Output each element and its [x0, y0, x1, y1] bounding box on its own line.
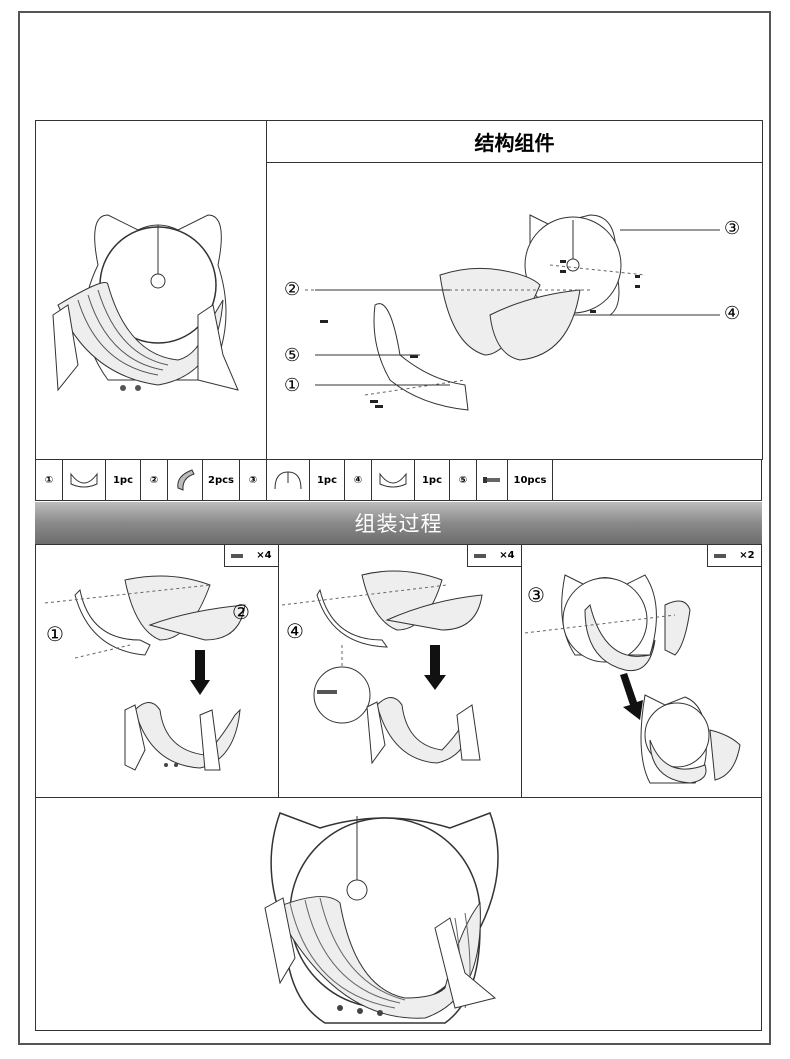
screw-icon: [714, 553, 727, 558]
step-3-label-3: ③: [527, 583, 545, 607]
step-3-screws: ×2: [739, 550, 755, 561]
screw-icon: [477, 460, 508, 500]
side-frame-icon: [63, 460, 106, 500]
components-title: 结构组件: [266, 120, 763, 163]
part-5-number: ⑤: [450, 460, 477, 500]
curved-slat-icon: [168, 460, 203, 500]
assembly-title: 组装过程: [35, 502, 762, 544]
part-5-qty: 10pcs: [508, 460, 553, 500]
assembled-product-illustration: [52, 214, 239, 392]
page-frame: [18, 11, 771, 1045]
part-2-number: ②: [141, 460, 168, 500]
exploded-label-3: ③: [724, 218, 741, 239]
step-2-label-4: ④: [286, 619, 304, 643]
part-2-qty: 2pcs: [203, 460, 240, 500]
part-4-number: ④: [345, 460, 372, 500]
part-1-qty: 1pc: [106, 460, 141, 500]
step-2-screws: ×4: [499, 550, 515, 561]
round-wheel-panel-icon: [267, 460, 310, 500]
step-1-label-2: ②: [232, 600, 250, 624]
screw-icon: [231, 553, 244, 558]
side-frame-icon: [372, 460, 415, 500]
step-1-screw-count: ×4: [224, 545, 278, 567]
exploded-label-2: ②: [284, 279, 301, 300]
part-4-qty: 1pc: [415, 460, 450, 500]
step-2-screw-count: ×4: [467, 545, 521, 567]
exploded-label-4: ④: [724, 303, 741, 324]
step-3-screw-count: ×2: [707, 545, 761, 567]
exploded-label-1: ①: [284, 375, 301, 396]
parts-list: ① 1pc ② 2pcs ③ 1pc ④ 1pc ⑤ 10pcs: [35, 459, 762, 501]
exploded-view-illustration: [305, 214, 720, 411]
screw-icon: [474, 553, 487, 558]
step-1-label-1: ①: [46, 622, 64, 646]
part-3-number: ③: [240, 460, 267, 500]
step-3-illustration: [524, 574, 741, 784]
part-1-number: ①: [36, 460, 63, 500]
exploded-label-5: ⑤: [284, 345, 301, 366]
final-product-illustration: [264, 812, 499, 1024]
part-3-qty: 1pc: [310, 460, 345, 500]
step-1-screws: ×4: [256, 550, 272, 561]
step-2-illustration: [281, 570, 483, 765]
step-1-illustration: [44, 575, 246, 771]
